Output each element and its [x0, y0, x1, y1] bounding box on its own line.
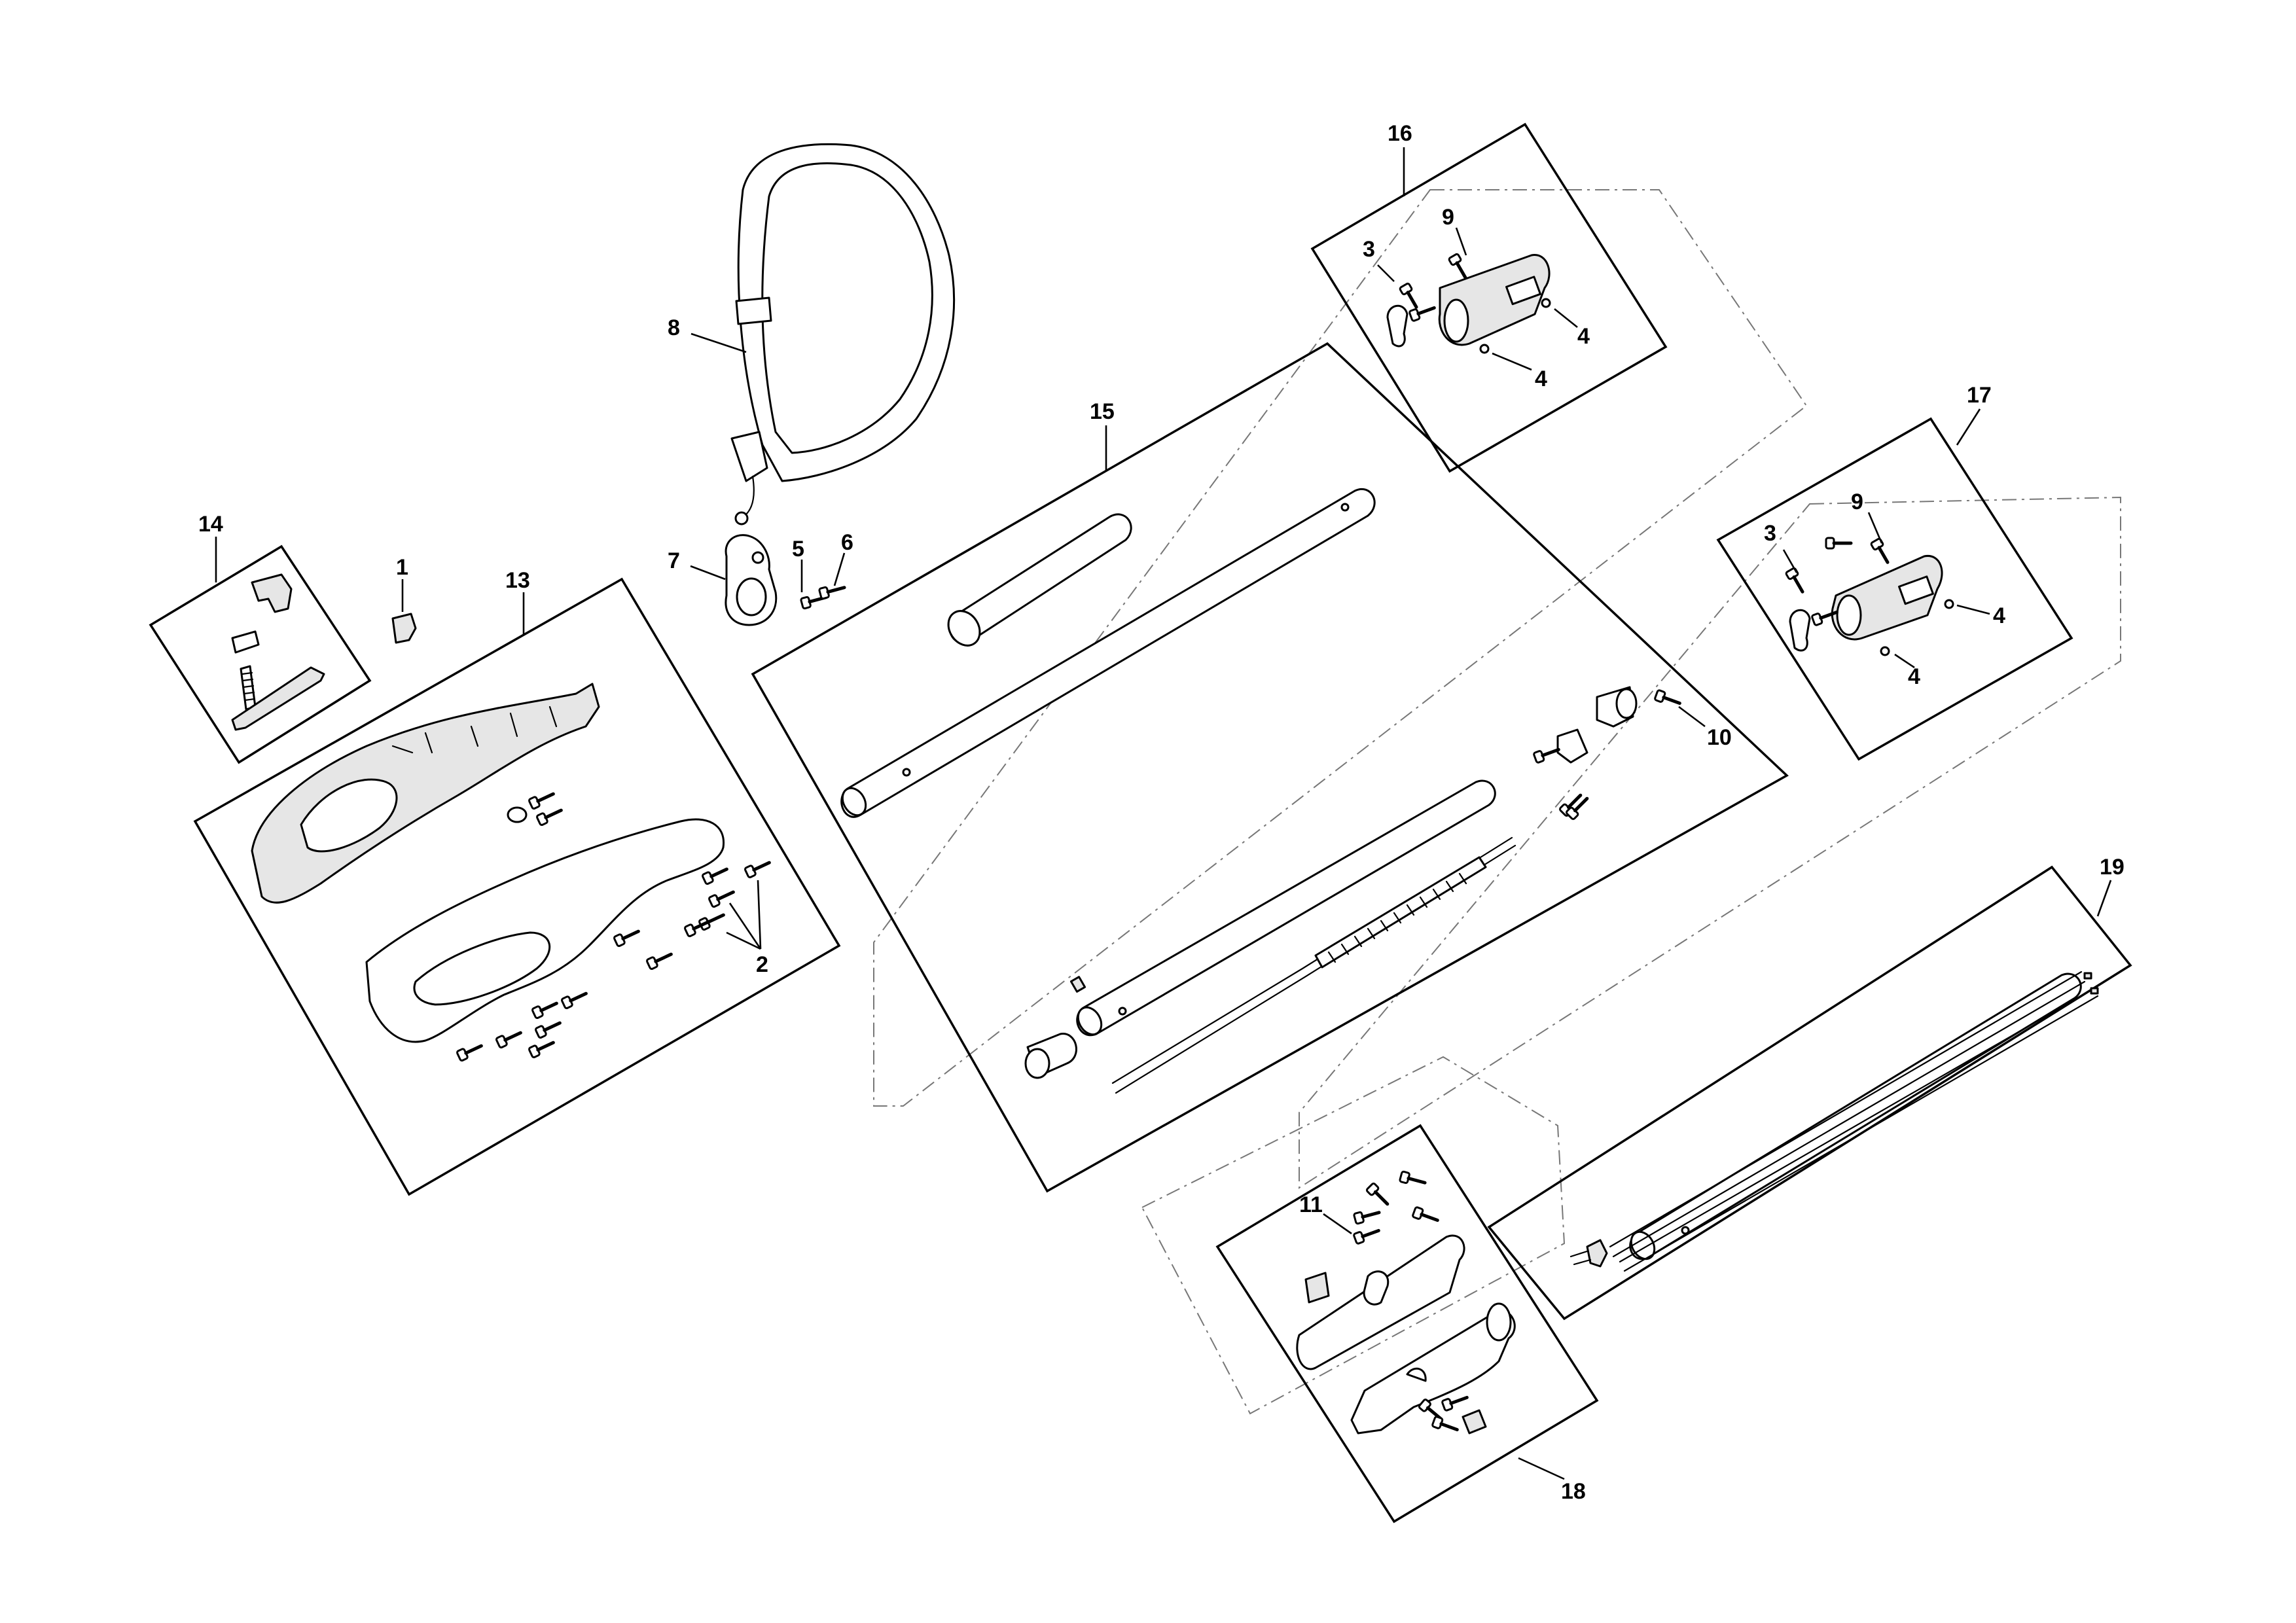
coupler-kit-a-box [1310, 122, 1668, 473]
callout-13: 13 [505, 568, 530, 593]
gear-housing-kit-box [1215, 1124, 1599, 1524]
callout-14: 14 [198, 512, 223, 537]
callout-9b: 9 [1851, 490, 1863, 514]
upper-shaft-tube [840, 488, 1376, 818]
switch-block [391, 613, 417, 644]
dashed-guide-outlines [873, 189, 2121, 1415]
callout-4d: 4 [1908, 664, 1920, 689]
coupler-body-a [1386, 253, 1551, 354]
shaft-tube-sleeve [947, 513, 1132, 647]
gear-housing-screws [1354, 1171, 1487, 1435]
drive-cable-spring [1111, 836, 1516, 1094]
handle-half-lower [365, 818, 725, 1043]
callout-4a: 4 [1577, 324, 1590, 349]
callout-3b: 3 [1764, 521, 1776, 546]
callout-18: 18 [1561, 1479, 1586, 1504]
extension-shaft-tube [1629, 972, 2082, 1260]
lower-shaft-tube [1076, 779, 1496, 1037]
callout-4b: 4 [1535, 366, 1547, 391]
trigger-parts [231, 573, 325, 731]
callout-17: 17 [1967, 383, 1992, 408]
callout-2: 2 [756, 952, 768, 977]
callout-9a: 9 [1442, 205, 1454, 230]
extension-drive-cables [1570, 971, 2099, 1272]
callout-5: 5 [792, 537, 804, 562]
shaft-assembly-box [751, 342, 1789, 1193]
callout-6: 6 [841, 530, 853, 555]
coupler-body-b [1785, 538, 1954, 656]
handle-screws [457, 789, 772, 1061]
callout-4c: 4 [1993, 603, 2005, 628]
handle-half-upper [251, 683, 600, 904]
trigger-kit-box [149, 544, 372, 764]
callout-7: 7 [668, 548, 680, 573]
callout-15: 15 [1090, 399, 1115, 424]
callout-10: 10 [1707, 725, 1732, 750]
shoulder-strap [730, 143, 956, 526]
end-cap [1024, 1033, 1077, 1079]
callout-1: 1 [396, 555, 408, 580]
gear-housing-upper [1296, 1234, 1465, 1370]
extension-shaft-kit-box [1487, 865, 2132, 1321]
gear-housing-lower [1350, 1302, 1516, 1435]
callout-11: 11 [1299, 1192, 1323, 1217]
callout-8: 8 [668, 315, 680, 340]
clamp-nut [819, 582, 846, 599]
callout-3a: 3 [1363, 237, 1375, 262]
callout-19: 19 [2100, 855, 2125, 880]
callout-16: 16 [1388, 121, 1412, 146]
shaft-clamp [725, 534, 778, 626]
coupler-kit-b-box [1716, 417, 2073, 761]
handle-assembly-box [193, 577, 841, 1196]
shaft-small-parts [1069, 686, 1681, 993]
